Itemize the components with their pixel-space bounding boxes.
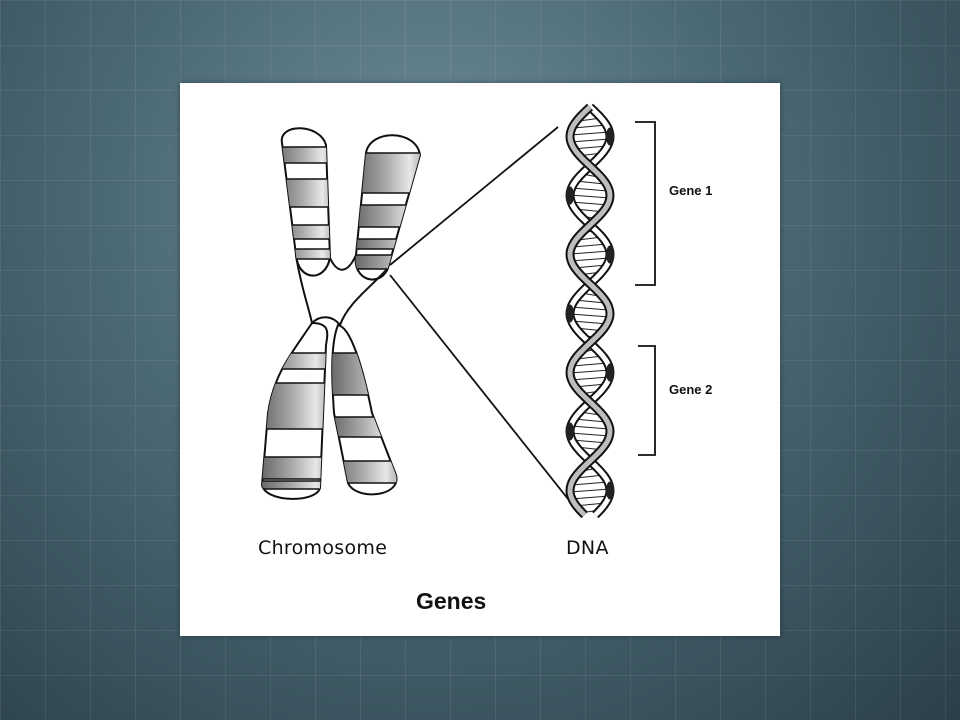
- base-pair: [570, 432, 610, 437]
- dna-helix: [565, 103, 615, 519]
- base-pair: [570, 257, 610, 262]
- gene-brackets: [635, 121, 656, 456]
- base-pair: [570, 376, 610, 381]
- gene-1-bracket: [635, 121, 656, 286]
- helix-shadow: [566, 304, 574, 323]
- helix-shadow: [566, 186, 574, 205]
- base-pair: [570, 425, 610, 430]
- chromosome-label: Chromosome: [258, 537, 388, 559]
- base-pair: [570, 488, 610, 493]
- base-pair: [572, 362, 608, 367]
- gene-2-bracket: [638, 345, 656, 456]
- dna-backbone-fill: [567, 105, 613, 517]
- base-pair: [570, 131, 610, 136]
- helix-shadow: [606, 481, 614, 500]
- gene-2-label: Gene 2: [669, 382, 713, 397]
- base-pair: [569, 313, 611, 318]
- base-pair: [569, 194, 611, 199]
- diagram-panel: Gene 1 Gene 2 Chromosome DNA Genes: [180, 83, 780, 636]
- base-pair: [571, 306, 609, 311]
- base-pair: [572, 243, 608, 248]
- base-pair: [573, 124, 607, 129]
- helix-shadow: [566, 422, 574, 441]
- diagram-title: Genes: [416, 588, 487, 614]
- genes-diagram: [260, 103, 656, 519]
- base-pair: [571, 481, 609, 486]
- base-pair: [570, 369, 610, 374]
- dna-label: DNA: [566, 537, 609, 559]
- base-pair: [570, 138, 610, 143]
- base-pair: [570, 495, 610, 500]
- helix-shadow: [606, 245, 614, 264]
- helix-shadow: [606, 127, 614, 146]
- base-pair: [574, 418, 606, 423]
- base-pair: [570, 250, 610, 255]
- base-pair: [571, 187, 609, 192]
- gene-1-label: Gene 1: [669, 183, 713, 198]
- helix-shadow: [606, 363, 614, 382]
- zoom-lines: [389, 126, 577, 510]
- base-pair: [571, 201, 609, 206]
